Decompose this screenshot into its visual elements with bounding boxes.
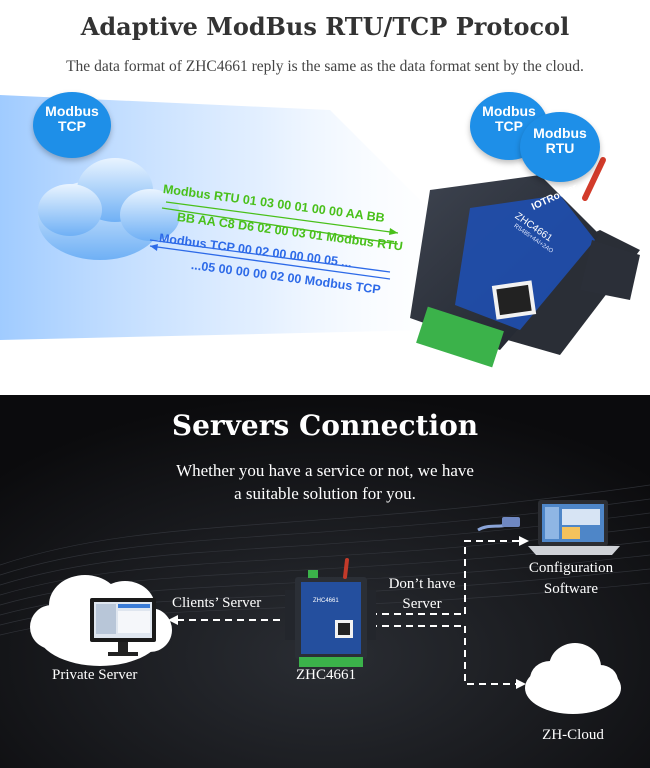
laptop-icon xyxy=(528,500,620,555)
zh-cloud-icon xyxy=(525,643,621,714)
bubble-modbus-rtu: Modbus RTU xyxy=(520,112,600,182)
arrow-rtu-reply xyxy=(161,207,399,245)
bubble-label-line1: Modbus xyxy=(533,125,587,141)
protocol-subtitle: The data format of ZHC4661 reply is the … xyxy=(66,58,584,75)
protocol-section: Adaptive ModBus RTU/TCP Protocol The dat… xyxy=(0,12,640,368)
protocol-title: Adaptive ModBus RTU/TCP Protocol xyxy=(80,12,570,41)
dashed-links xyxy=(170,540,525,685)
zhc4661-label: ZHC4661 xyxy=(296,667,356,683)
arrow-tcp-request xyxy=(149,239,391,273)
cloud-icon xyxy=(38,158,180,260)
bubble-modbus-tcp-left: Modbus TCP xyxy=(33,92,111,158)
bubble-label-line1: Modbus xyxy=(482,103,536,119)
private-server-label: Private Server xyxy=(52,667,138,683)
zhc4661-device-image xyxy=(410,157,640,368)
bubble-label-line2: TCP xyxy=(495,117,523,134)
servers-connection-section: Servers Connection Whether you have a se… xyxy=(0,395,650,768)
servers-subtitle-line2: a suitable solution for you. xyxy=(234,484,416,503)
dont-have-server-label-line1: Don’t have xyxy=(388,576,456,592)
dont-have-server-label-line2: Server xyxy=(402,596,442,612)
arrow-to-cloud xyxy=(516,679,526,689)
configuration-software-label-line2: Software xyxy=(543,581,599,597)
arrow-tcp-reply xyxy=(149,244,391,280)
data-beam xyxy=(0,95,470,340)
configuration-software-label-line1: Configuration xyxy=(528,560,614,576)
bubble-label-line1: Modbus xyxy=(45,103,99,119)
arrow-rtu-request xyxy=(165,201,399,235)
zhc4661-small-device-icon xyxy=(285,558,376,667)
monitor-icon xyxy=(90,598,156,656)
small-device-model: ZHC4661 xyxy=(313,598,339,604)
clients-server-label: Clients’ Server xyxy=(172,595,262,611)
connection-diagram xyxy=(0,395,650,768)
bubble-label-line2: RTU xyxy=(545,139,575,156)
arrow-to-private-server xyxy=(168,615,178,625)
arrow-to-config xyxy=(519,536,529,546)
bubble-label-line2: TCP xyxy=(58,117,86,134)
protocol-background xyxy=(0,95,640,368)
servers-subtitle-line1: Whether you have a service or not, we ha… xyxy=(176,461,474,480)
usb-cable-icon xyxy=(477,517,520,532)
servers-title: Servers Connection xyxy=(171,409,479,442)
zh-cloud-label: ZH-Cloud xyxy=(542,727,604,743)
